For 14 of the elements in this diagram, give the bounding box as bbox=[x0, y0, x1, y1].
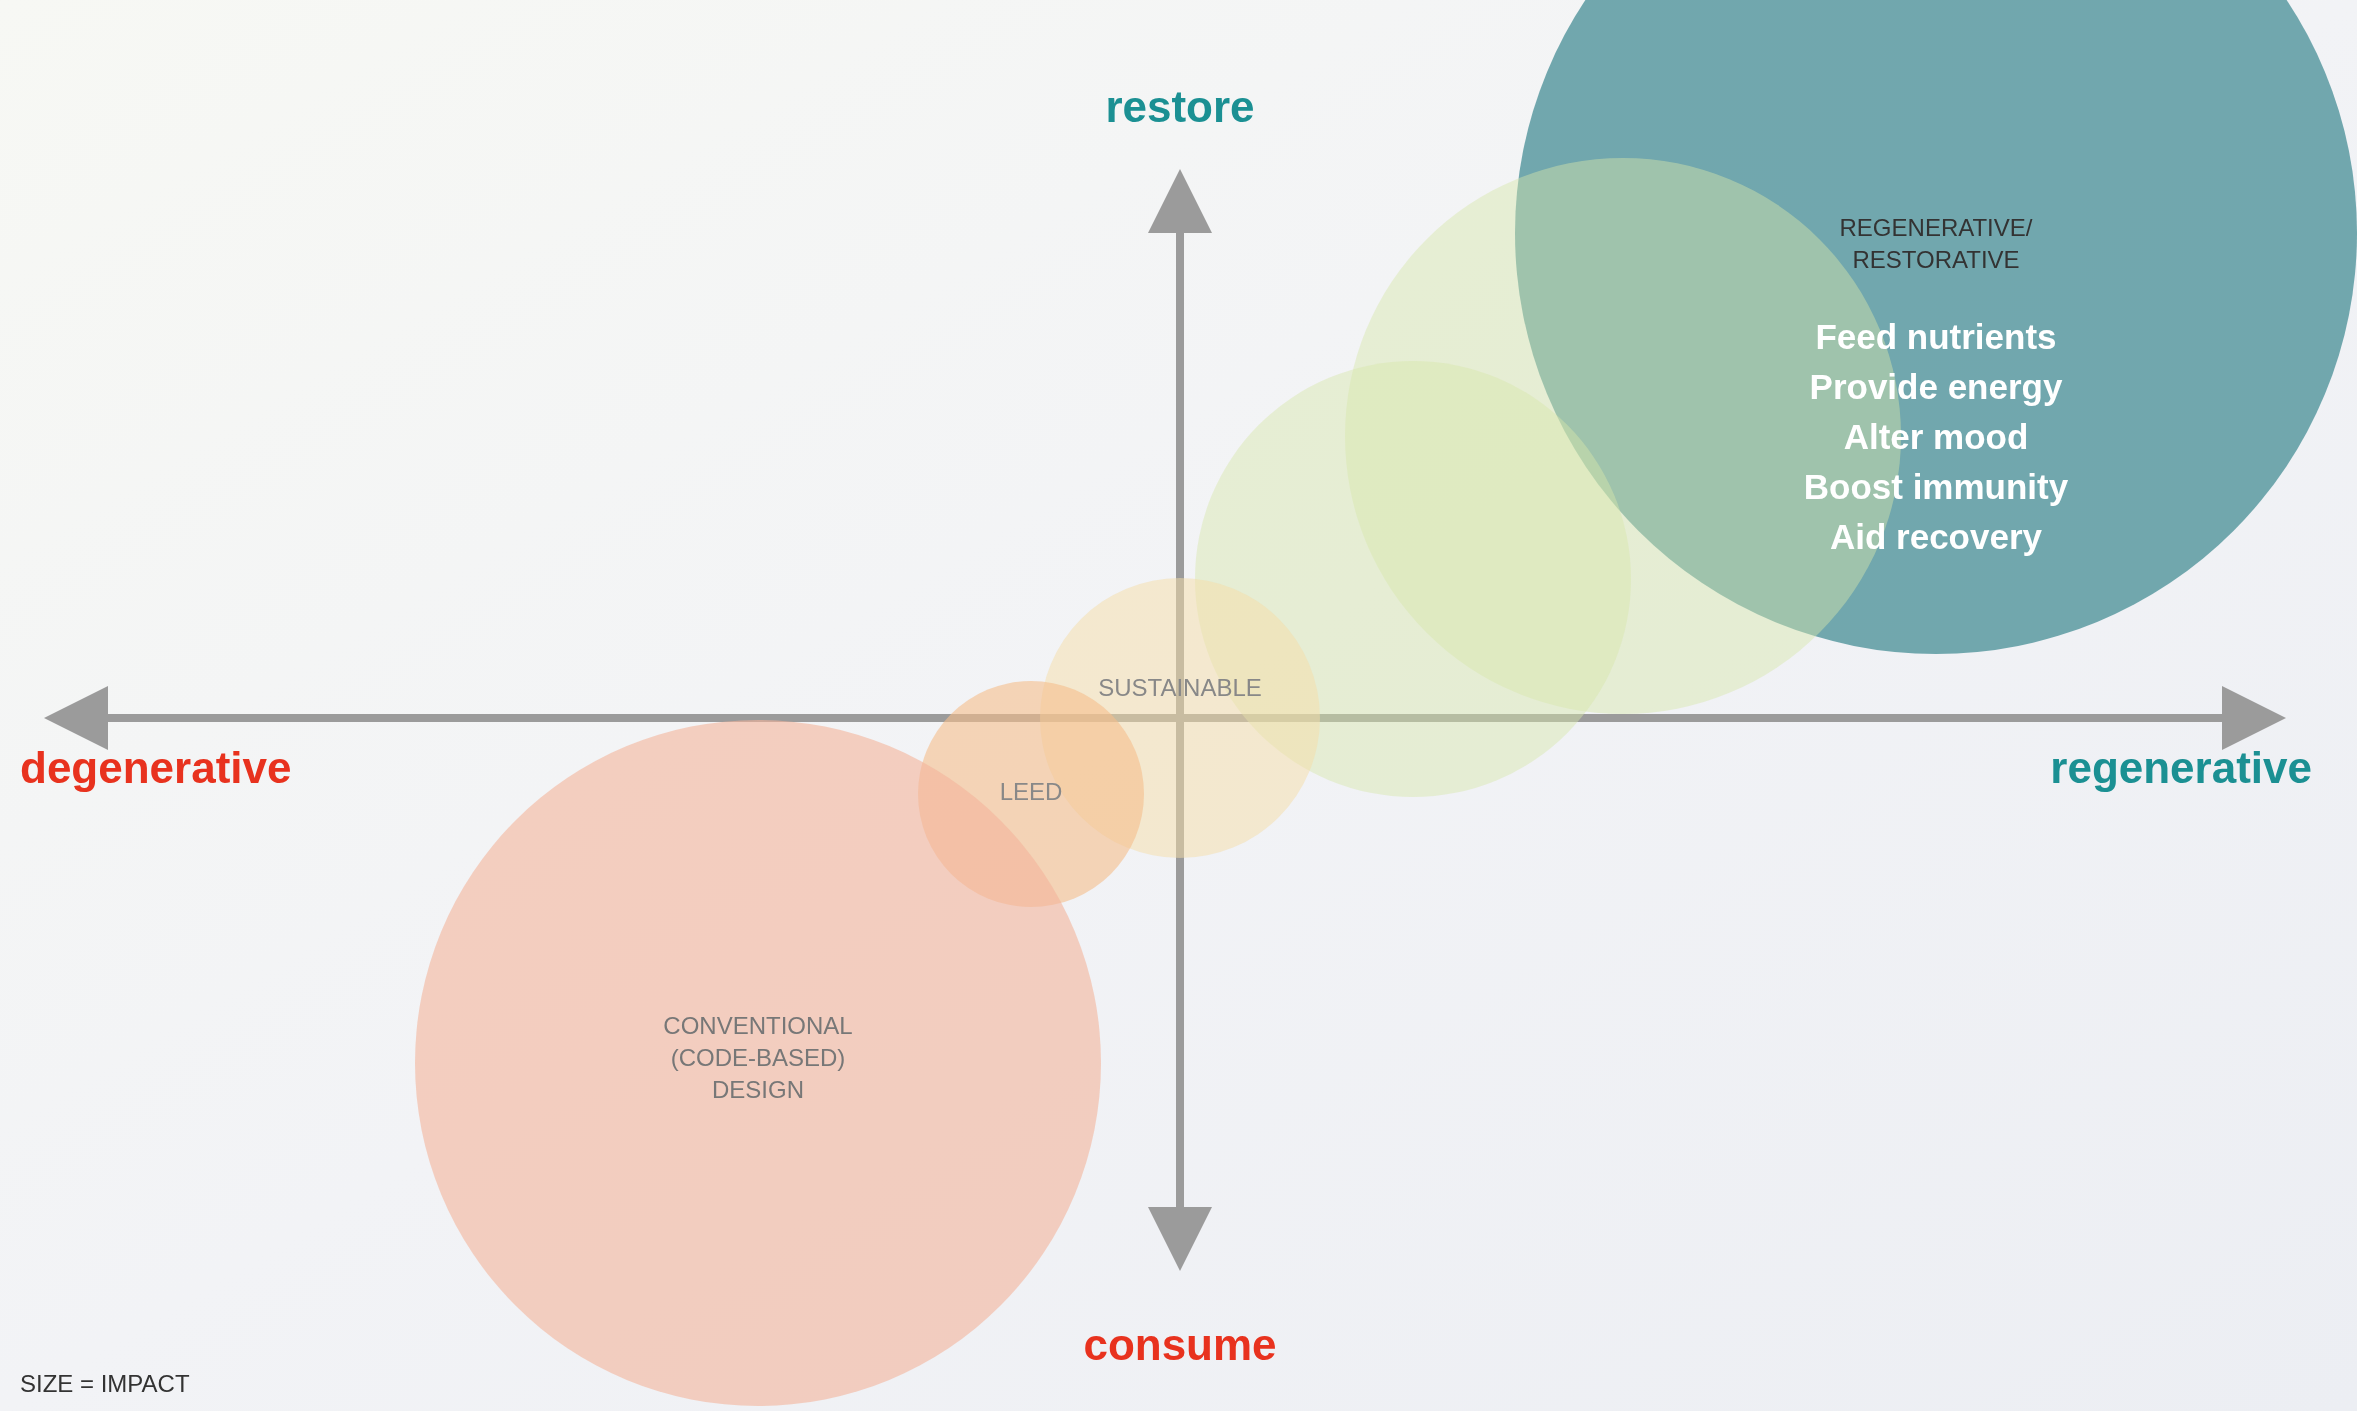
note-text: SIZE = IMPACT bbox=[20, 1369, 190, 1399]
benefit-text: Boost immunity bbox=[1803, 466, 2069, 508]
benefit-text: Aid recovery bbox=[1829, 516, 2043, 558]
axis-label: regenerative bbox=[2050, 742, 2312, 794]
category-label: LEED bbox=[999, 777, 1063, 807]
category-label: REGENERATIVE/ RESTORATIVE bbox=[1838, 213, 2034, 275]
axis-label: consume bbox=[1083, 1319, 1277, 1371]
axis-label: restore bbox=[1105, 81, 1255, 133]
axis-label: degenerative bbox=[20, 742, 292, 794]
category-label: SUSTAINABLE bbox=[1098, 673, 1262, 703]
benefit-text: Provide energy bbox=[1809, 366, 2063, 408]
category-label: CONVENTIONAL (CODE-BASED) DESIGN bbox=[662, 1011, 854, 1105]
benefit-text: Alter mood bbox=[1843, 416, 2029, 458]
benefit-text: Feed nutrients bbox=[1815, 316, 2057, 358]
